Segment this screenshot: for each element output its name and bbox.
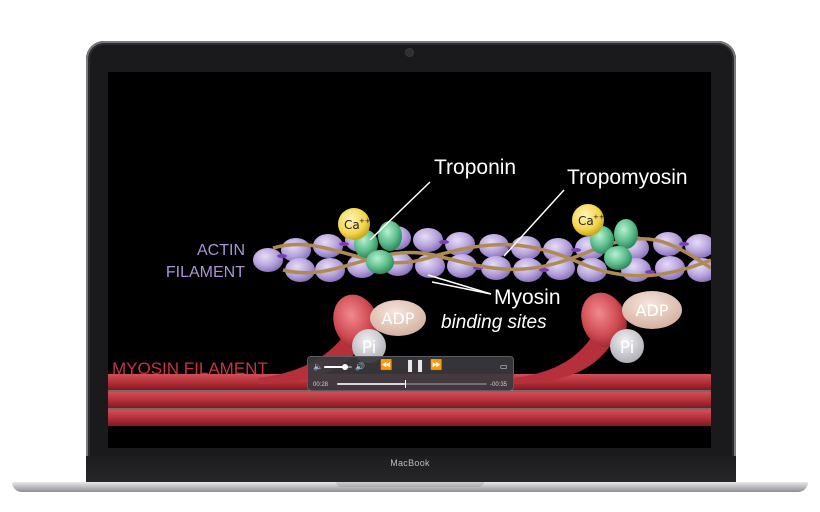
volume-slider[interactable]	[324, 364, 352, 370]
myosin-sites-label-line2: binding sites	[441, 312, 547, 333]
calcium-label-left: Ca	[344, 218, 360, 232]
video-player-controls: 🔈 🔊 ⏪ ❚❚ ⏩ ▭ 00:28 -00:35	[307, 356, 514, 391]
calcium-label-right: Ca	[578, 214, 594, 228]
speaker-low-icon[interactable]: 🔈	[313, 362, 323, 371]
actin-label-line2: FILAMENT	[166, 264, 245, 281]
phosphate-left: Pi	[352, 329, 386, 363]
airplay-button[interactable]: ▭	[500, 362, 508, 372]
adp-molecule-right: ADP	[622, 291, 682, 329]
laptop-screen: Ca ++ Ca ++ ADP Pi ADP Pi	[108, 72, 711, 448]
time-elapsed: 00:28	[313, 382, 329, 388]
muscle-contraction-diagram: Ca ++ Ca ++ ADP Pi ADP Pi	[108, 156, 711, 426]
calcium-ion-right: Ca ++	[572, 204, 605, 236]
troponin-label: Troponin	[434, 156, 516, 179]
volume-knob[interactable]	[342, 364, 348, 370]
laptop-notch	[336, 482, 484, 487]
adp-label-right: ADP	[636, 301, 669, 320]
actin-label-line1: ACTIN	[197, 242, 245, 259]
callout-lines	[369, 181, 565, 295]
speaker-high-icon[interactable]: 🔊	[355, 362, 365, 371]
tropomyosin-label: Tropomyosin	[567, 166, 688, 189]
pi-label-right: Pi	[620, 338, 635, 358]
pause-button[interactable]: ❚❚	[405, 358, 426, 372]
progress-scrubber[interactable]	[337, 380, 487, 388]
tropomyosin-strand	[272, 237, 711, 278]
brand-label: MacBook	[390, 458, 430, 468]
phosphate-right: Pi	[610, 329, 644, 363]
time-remaining: -00:35	[490, 382, 508, 388]
playhead[interactable]	[404, 380, 406, 388]
volume-level	[324, 366, 345, 368]
adp-label-left: ADP	[382, 309, 415, 328]
rewind-icon: ⏪	[380, 360, 393, 371]
webcam	[406, 49, 413, 56]
actin-filament	[253, 226, 711, 282]
myosin-sites-label-line1: Myosin	[494, 286, 561, 309]
pause-icon: ❚❚	[405, 358, 426, 372]
fast-forward-icon: ⏩	[430, 360, 443, 371]
airplay-icon: ▭	[500, 362, 508, 371]
rewind-button[interactable]: ⏪	[380, 361, 392, 371]
fast-forward-button[interactable]: ⏩	[430, 361, 442, 371]
calcium-charge-left: ++	[359, 217, 371, 225]
laptop-chin	[86, 456, 736, 482]
pi-label-left: Pi	[362, 338, 377, 358]
calcium-charge-right: ++	[593, 213, 605, 221]
progress-played	[337, 383, 405, 385]
adp-molecule-left: ADP	[370, 300, 426, 336]
calcium-ion-left: Ca ++	[338, 208, 371, 240]
laptop-base	[12, 482, 808, 492]
troponin-complex-left	[354, 221, 402, 274]
myosin-filament-label: MYOSIN FILAMENT	[112, 359, 268, 378]
